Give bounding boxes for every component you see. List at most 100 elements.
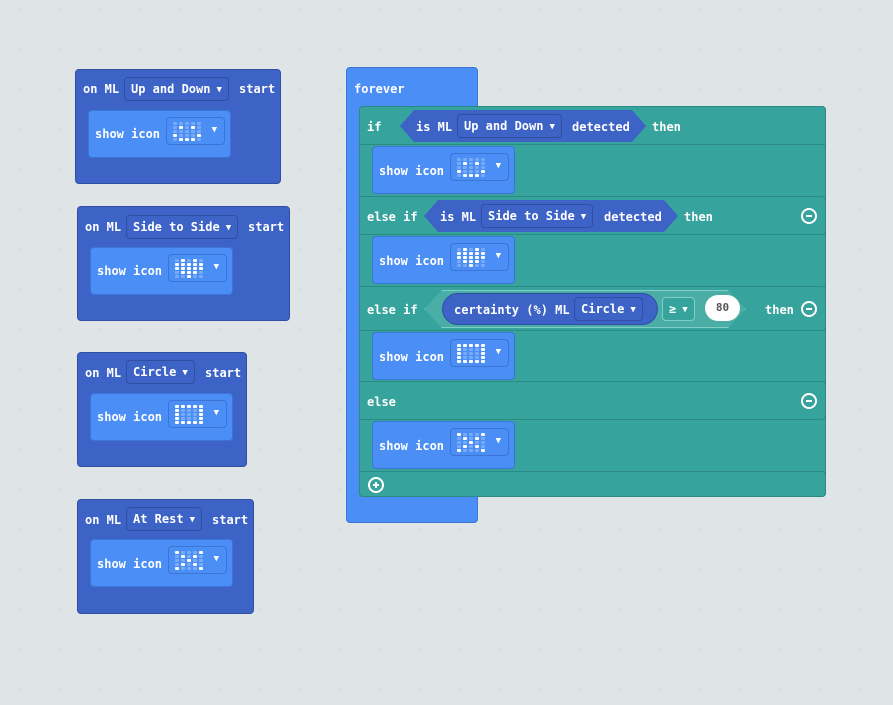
then-label: then xyxy=(684,210,713,224)
led-pixel xyxy=(457,360,461,363)
grid-cross xyxy=(458,48,462,52)
icon-dropdown[interactable]: ▼ xyxy=(168,400,227,428)
icon-dropdown[interactable]: ▼ xyxy=(450,153,509,181)
grid-cross xyxy=(298,248,302,252)
grid-cross xyxy=(18,648,22,652)
is-ml-label: is ML xyxy=(440,210,477,224)
is-ml-detected-condition[interactable]: is ML Side to Side▼ detected xyxy=(424,200,678,232)
grid-cross xyxy=(578,688,582,692)
grid-cross xyxy=(98,488,102,492)
grid-cross xyxy=(498,568,502,572)
led-pixel xyxy=(181,413,185,416)
is-ml-detected-condition[interactable]: is ML Up and Down▼ detected xyxy=(400,110,646,142)
icon-dropdown[interactable]: ▼ xyxy=(450,339,509,367)
remove-else-if-icon[interactable] xyxy=(801,301,817,317)
grid-cross xyxy=(858,248,862,252)
icon-dropdown[interactable]: ▼ xyxy=(168,546,227,574)
operator-dropdown[interactable]: ≥▼ xyxy=(662,297,695,321)
dropdown-arrow-icon: ▼ xyxy=(495,347,501,357)
led-pixel xyxy=(481,348,485,351)
show-icon-block[interactable]: show icon ▼ xyxy=(372,332,515,380)
icon-dropdown[interactable]: ▼ xyxy=(168,254,227,282)
show-icon-block[interactable]: show icon ▼ xyxy=(372,236,515,284)
gesture-dropdown[interactable]: Up and Down▼ xyxy=(124,77,229,101)
grid-cross xyxy=(778,48,782,52)
grid-cross xyxy=(818,568,822,572)
on-ml-label: on ML xyxy=(85,513,122,527)
grid-cross xyxy=(858,208,862,212)
gesture-value: At Rest xyxy=(133,512,184,526)
show-icon-block[interactable]: show icon ▼ xyxy=(90,393,233,441)
led-pixel xyxy=(191,126,195,129)
gesture-dropdown[interactable]: At Rest ▼ xyxy=(126,507,202,531)
grid-cross xyxy=(338,528,342,532)
gesture-dropdown[interactable]: Circle▼ xyxy=(126,360,195,384)
grid-cross xyxy=(338,328,342,332)
certainty-reporter[interactable]: certainty (%) ML Circle▼ xyxy=(442,293,658,325)
show-icon-label: show icon xyxy=(379,254,445,268)
grid-cross xyxy=(498,48,502,52)
led-pixel xyxy=(475,348,479,351)
gesture-dropdown[interactable]: Up and Down▼ xyxy=(457,114,562,138)
icon-dropdown[interactable]: ▼ xyxy=(450,243,509,271)
remove-else-icon[interactable] xyxy=(801,393,817,409)
grid-cross xyxy=(58,488,62,492)
led-pixel xyxy=(181,267,185,270)
led-pixel xyxy=(457,264,461,267)
show-icon-block[interactable]: show icon ▼ xyxy=(90,247,233,295)
led-pixel xyxy=(475,352,479,355)
else-if-row: else if certainty (%) ML Circle▼ ≥▼ 80 t… xyxy=(359,286,826,331)
show-icon-label: show icon xyxy=(97,557,163,571)
led-pixel xyxy=(469,162,473,165)
add-else-if-icon[interactable] xyxy=(368,477,384,493)
led-pixel xyxy=(179,130,183,133)
gesture-dropdown[interactable]: Side to Side▼ xyxy=(481,204,593,228)
led-pixel xyxy=(187,409,191,412)
grid-cross xyxy=(498,608,502,612)
led-pixel xyxy=(175,421,179,424)
certainty-threshold-input[interactable]: 80 xyxy=(705,295,740,321)
icon-dropdown[interactable]: ▼ xyxy=(450,428,509,456)
grid-cross xyxy=(258,568,262,572)
led-pixel xyxy=(481,174,485,177)
grid-cross xyxy=(778,8,782,12)
grid-cross xyxy=(498,528,502,532)
led-pixel xyxy=(481,449,485,452)
grid-cross xyxy=(98,648,102,652)
grid-cross xyxy=(378,48,382,52)
dropdown-arrow-icon: ▼ xyxy=(580,212,587,222)
icon-dropdown[interactable]: ▼ xyxy=(166,117,225,145)
gesture-dropdown[interactable]: Circle▼ xyxy=(574,297,643,321)
led-pixel xyxy=(469,166,473,169)
grid-cross xyxy=(338,408,342,412)
grid-cross xyxy=(138,328,142,332)
grid-cross xyxy=(258,408,262,412)
on-ml-label: on ML xyxy=(85,366,122,380)
happy-icon xyxy=(173,122,203,142)
led-pixel xyxy=(187,267,191,270)
show-icon-block[interactable]: show icon ▼ xyxy=(88,110,231,158)
led-pixel xyxy=(181,551,185,554)
gesture-dropdown[interactable]: Side to Side▼ xyxy=(126,215,239,239)
grid-cross xyxy=(98,48,102,52)
show-icon-block[interactable]: show icon ▼ xyxy=(372,421,515,469)
grid-cross xyxy=(338,568,342,572)
led-pixel xyxy=(181,275,185,278)
led-pixel xyxy=(475,445,479,448)
led-pixel xyxy=(187,271,191,274)
led-pixel xyxy=(175,271,179,274)
led-pixel xyxy=(463,166,467,169)
show-icon-block[interactable]: show icon ▼ xyxy=(372,146,515,194)
dropdown-arrow-icon: ▼ xyxy=(189,515,195,525)
grid-cross xyxy=(738,528,742,532)
remove-else-if-icon[interactable] xyxy=(801,208,817,224)
grid-cross xyxy=(18,248,22,252)
led-pixel xyxy=(481,360,485,363)
led-pixel xyxy=(175,551,179,554)
led-pixel xyxy=(463,437,467,440)
grid-cross xyxy=(858,168,862,172)
show-icon-block[interactable]: show icon ▼ xyxy=(90,539,233,587)
grid-cross xyxy=(258,688,262,692)
led-pixel xyxy=(191,134,195,137)
grid-cross xyxy=(858,648,862,652)
